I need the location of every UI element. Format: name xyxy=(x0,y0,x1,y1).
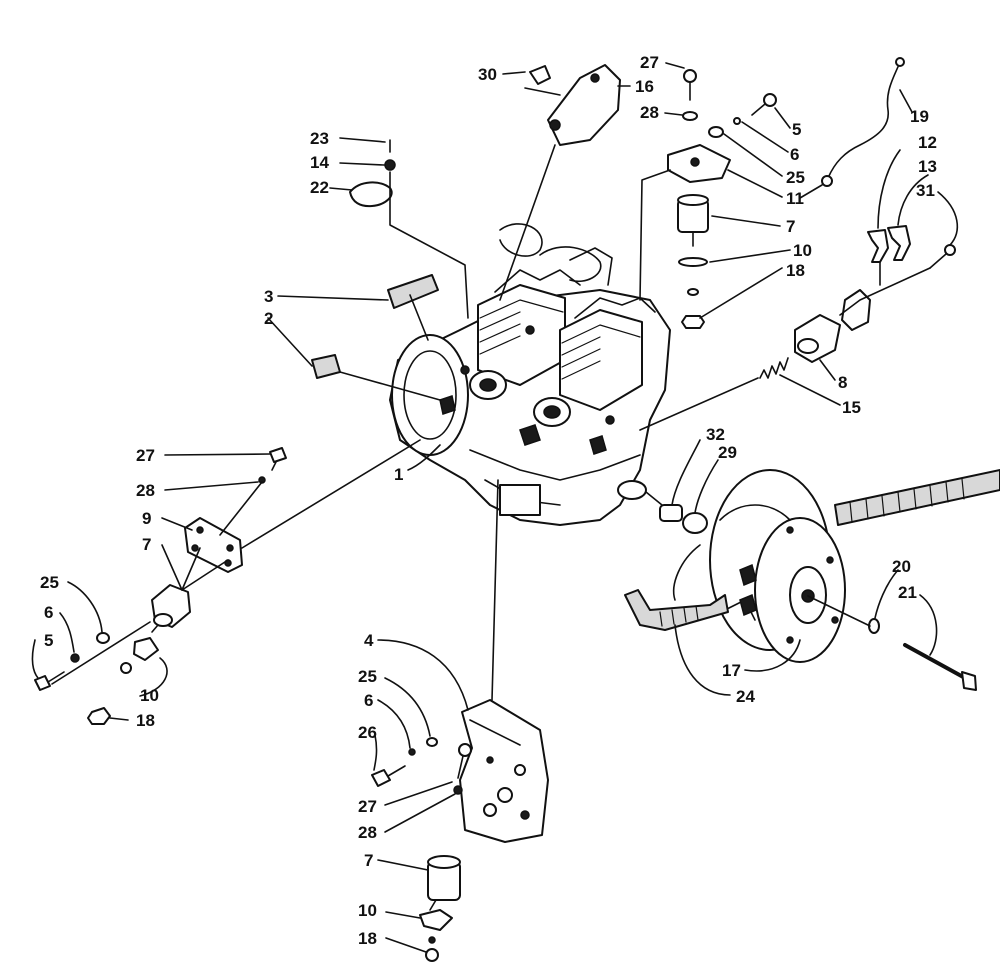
callout-6-top: 6 xyxy=(790,145,799,164)
washer-plate xyxy=(841,289,871,331)
callout-28-top: 28 xyxy=(640,103,659,122)
callout-18-top: 18 xyxy=(786,261,805,280)
nut-18-top xyxy=(681,315,705,329)
bolt-26 xyxy=(371,765,406,787)
mount-plate-9 xyxy=(184,517,243,573)
callout-25-low: 25 xyxy=(358,667,377,686)
callout-28-low: 28 xyxy=(358,823,377,842)
washer-small-left xyxy=(120,662,132,674)
callout-29: 29 xyxy=(718,443,737,462)
callout-13: 13 xyxy=(918,157,937,176)
spacer-32 xyxy=(659,504,683,522)
washer-small-top xyxy=(687,288,699,296)
washer-28-top xyxy=(682,111,698,121)
bolt-27-top xyxy=(683,69,697,101)
callout-25-top: 25 xyxy=(786,168,805,187)
washer-25-left xyxy=(96,632,110,644)
bolt-27-left xyxy=(269,447,287,471)
callout-4: 4 xyxy=(364,631,374,650)
callout-6-low: 6 xyxy=(364,691,373,710)
callout-20: 20 xyxy=(892,557,911,576)
callout-18-low: 18 xyxy=(358,929,377,948)
washer-10-top xyxy=(678,257,708,267)
bolt-27-low xyxy=(457,743,472,779)
nut-18-left xyxy=(87,707,111,725)
callout-2: 2 xyxy=(264,309,273,328)
callout-27-top: 27 xyxy=(640,53,659,72)
washer-25-low xyxy=(426,737,438,747)
callout-32: 32 xyxy=(706,425,725,444)
callout-24: 24 xyxy=(736,687,755,706)
callout-10-left: 10 xyxy=(140,686,159,705)
callout-25-left: 25 xyxy=(40,573,59,592)
clutch-bolt-21 xyxy=(903,643,977,691)
callout-7-left: 7 xyxy=(142,535,151,554)
callout-5-top: 5 xyxy=(792,120,801,139)
callout-21: 21 xyxy=(898,583,917,602)
rubber-mount-7-low xyxy=(427,855,461,911)
exhaust-flange-16 xyxy=(547,64,621,146)
callout-17: 17 xyxy=(722,661,741,680)
callout-10-top: 10 xyxy=(793,241,812,260)
mount-bracket-11 xyxy=(667,144,731,183)
lockwasher-6-left xyxy=(70,653,80,663)
fitting-30 xyxy=(529,65,551,85)
callout-7-low: 7 xyxy=(364,851,373,870)
leader-lines xyxy=(31,62,958,953)
callout-27-low: 27 xyxy=(358,797,377,816)
bolt-31 xyxy=(929,244,956,269)
callout-23: 23 xyxy=(310,129,329,148)
callout-28-left: 28 xyxy=(136,481,155,500)
callout-26: 26 xyxy=(358,723,377,742)
callout-22: 22 xyxy=(310,178,329,197)
bolt-5-left xyxy=(34,671,65,691)
spring-15 xyxy=(759,357,789,379)
washer-10-left xyxy=(133,637,159,661)
callout-11: 11 xyxy=(786,189,804,208)
callout-16: 16 xyxy=(635,77,654,96)
callout-10-low: 10 xyxy=(358,901,377,920)
callout-18-left: 18 xyxy=(136,711,155,730)
drive-clutch-17 xyxy=(709,469,846,663)
engine-bracket-4 xyxy=(459,699,549,843)
callout-8: 8 xyxy=(838,373,847,392)
callout-3: 3 xyxy=(264,287,273,306)
spacer-29 xyxy=(682,512,708,534)
callout-7-top: 7 xyxy=(786,217,795,236)
callout-5-left: 5 xyxy=(44,631,53,650)
lockwasher-6-top xyxy=(733,117,741,125)
rubber-mount-7-left xyxy=(151,584,191,633)
callout-6-left: 6 xyxy=(44,603,53,622)
drive-belt-24 xyxy=(624,469,1000,631)
decal-3 xyxy=(387,274,439,309)
nut-18-low xyxy=(425,948,439,962)
washer-small-low xyxy=(428,936,436,944)
washer-28-low xyxy=(453,785,463,795)
clip-13 xyxy=(887,225,911,261)
lockwasher-6-low xyxy=(408,748,416,756)
callout-19: 19 xyxy=(910,107,929,126)
washer-10-low xyxy=(419,909,453,931)
callout-27-left: 27 xyxy=(136,446,155,465)
callout-labels: 30 16 27 28 5 6 25 11 7 10 18 19 12 13 3… xyxy=(40,53,937,948)
callout-1: 1 xyxy=(394,465,403,484)
engine-assembly xyxy=(389,223,671,526)
callout-31: 31 xyxy=(916,181,935,200)
callout-12: 12 xyxy=(918,133,937,152)
callout-14: 14 xyxy=(310,153,329,172)
damper-8 xyxy=(794,314,841,363)
gasket-22 xyxy=(349,181,393,208)
callout-15: 15 xyxy=(842,398,861,417)
callout-30: 30 xyxy=(478,65,497,84)
clip-12 xyxy=(867,229,889,263)
rubber-mount-7-top xyxy=(677,194,709,247)
ground-wire-19 xyxy=(821,57,905,187)
decal-2 xyxy=(311,354,341,379)
nut-14 xyxy=(384,159,396,171)
bolt-5-top xyxy=(751,93,777,116)
washer-25-top xyxy=(708,126,724,138)
callout-9: 9 xyxy=(142,509,151,528)
